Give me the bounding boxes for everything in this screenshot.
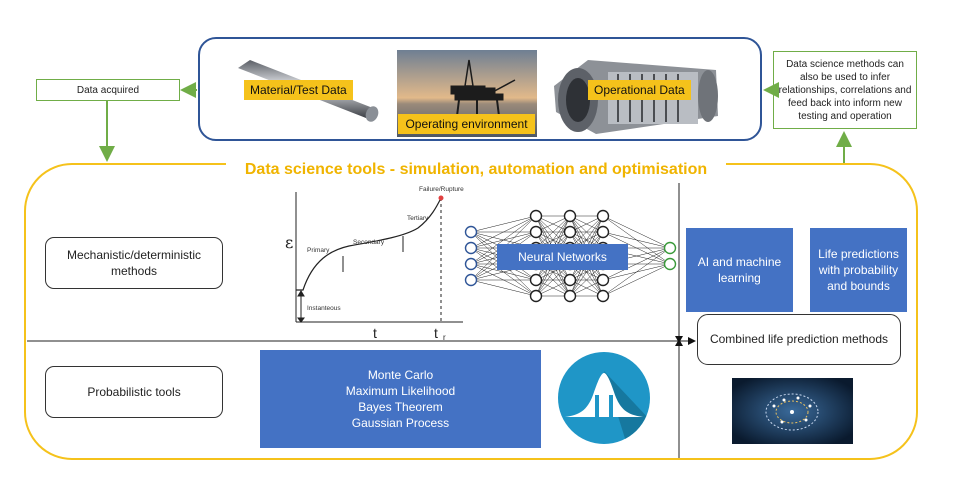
nn-node bbox=[464, 257, 478, 271]
feedback-note-box: Data science methods can also be used to… bbox=[773, 51, 917, 129]
nn-node bbox=[596, 273, 610, 287]
nn-node bbox=[464, 225, 478, 239]
nn-node bbox=[529, 289, 543, 303]
nn-node bbox=[563, 273, 577, 287]
nn-node bbox=[529, 273, 543, 287]
nn-node bbox=[663, 241, 677, 255]
nn-edge bbox=[602, 231, 671, 249]
ai-brain-image bbox=[732, 378, 853, 444]
nn-node bbox=[596, 289, 610, 303]
nn-edge bbox=[470, 215, 537, 233]
nn-edge bbox=[602, 215, 671, 249]
method-gaussian-process: Gaussian Process bbox=[351, 416, 450, 431]
nn-node bbox=[596, 209, 610, 223]
nn-node bbox=[529, 209, 543, 223]
gaussian-distribution-icon bbox=[558, 352, 650, 444]
strain-symbol: ε bbox=[285, 233, 293, 252]
nn-node bbox=[663, 257, 677, 271]
nn-node bbox=[563, 209, 577, 223]
nn-node bbox=[596, 225, 610, 239]
tools-title: Data science tools - simulation, automat… bbox=[226, 157, 726, 183]
probabilistic-tools-box: Probabilistic tools bbox=[45, 366, 223, 418]
nn-node bbox=[563, 225, 577, 239]
nn-edge bbox=[569, 215, 604, 249]
life-predictions-box: Life predictions with probability and bo… bbox=[810, 228, 907, 312]
stage-instantaneous: Instanteous bbox=[307, 305, 341, 312]
material-test-data-label: Material/Test Data bbox=[244, 80, 353, 100]
mechanistic-methods-box: Mechanistic/deterministic methods bbox=[45, 237, 223, 289]
combined-life-prediction-box: Combined life prediction methods bbox=[697, 314, 901, 365]
nn-edge bbox=[602, 263, 671, 297]
method-maximum-likelihood: Maximum Likelihood bbox=[345, 383, 456, 398]
method-monte-carlo: Monte Carlo bbox=[367, 367, 434, 382]
nn-node bbox=[529, 225, 543, 239]
neural-networks-label: Neural Networks bbox=[497, 244, 628, 270]
stage-tertiary: Tertiary bbox=[407, 215, 429, 222]
creep-curve-diagram: ε Instanteous Primary Secondary Tertiary… bbox=[285, 186, 464, 342]
nn-node bbox=[464, 273, 478, 287]
nn-edge bbox=[535, 279, 571, 297]
method-bayes-theorem: Bayes Theorem bbox=[358, 400, 443, 414]
operating-environment-label: Operating environment bbox=[398, 114, 535, 134]
operational-data-label: Operational Data bbox=[588, 80, 691, 100]
nn-edge bbox=[602, 247, 671, 297]
nn-edge bbox=[470, 279, 537, 297]
rupture-time-subscript: r bbox=[443, 333, 446, 342]
nn-edge bbox=[535, 215, 571, 233]
nn-edge bbox=[535, 215, 571, 249]
probabilistic-methods-box: Monte Carlo Maximum Likelihood Bayes The… bbox=[260, 350, 541, 448]
nn-node bbox=[563, 289, 577, 303]
time-axis-symbol: t bbox=[373, 325, 377, 341]
rupture-time-symbol: t bbox=[434, 325, 438, 341]
ai-machine-learning-box: AI and machine learning bbox=[686, 228, 793, 312]
nn-edge bbox=[470, 215, 537, 249]
nn-edge bbox=[602, 247, 671, 281]
nn-edge bbox=[470, 215, 537, 265]
stage-primary: Primary bbox=[307, 247, 330, 254]
nn-node bbox=[464, 241, 478, 255]
failure-label: Failure/Rupture bbox=[419, 186, 464, 193]
stage-secondary: Secondary bbox=[353, 239, 385, 246]
data-acquired-box: Data acquired bbox=[36, 79, 180, 101]
